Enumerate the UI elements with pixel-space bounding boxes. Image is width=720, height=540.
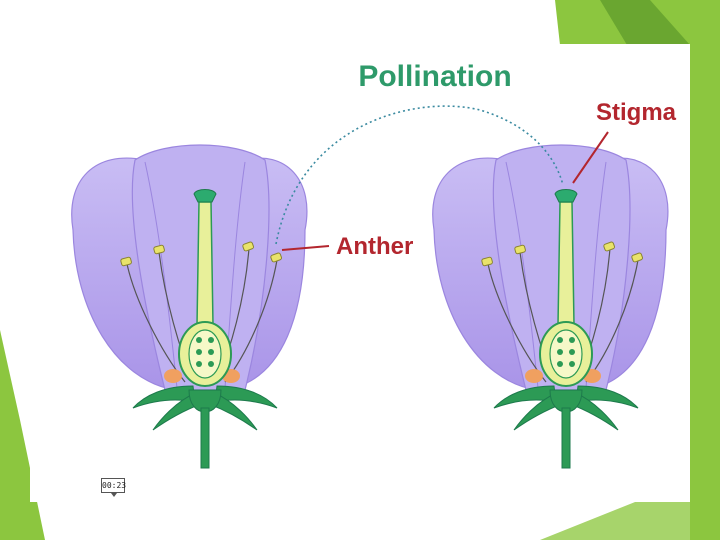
diagram-title: Pollination <box>358 60 511 93</box>
stigma-pointer <box>572 131 609 184</box>
pollination-path <box>275 105 564 245</box>
anther-label: Anther <box>336 233 413 260</box>
anther-pointer <box>281 245 330 251</box>
video-timestamp: 00:23 <box>101 478 126 497</box>
stigma-label: Stigma <box>596 99 677 126</box>
